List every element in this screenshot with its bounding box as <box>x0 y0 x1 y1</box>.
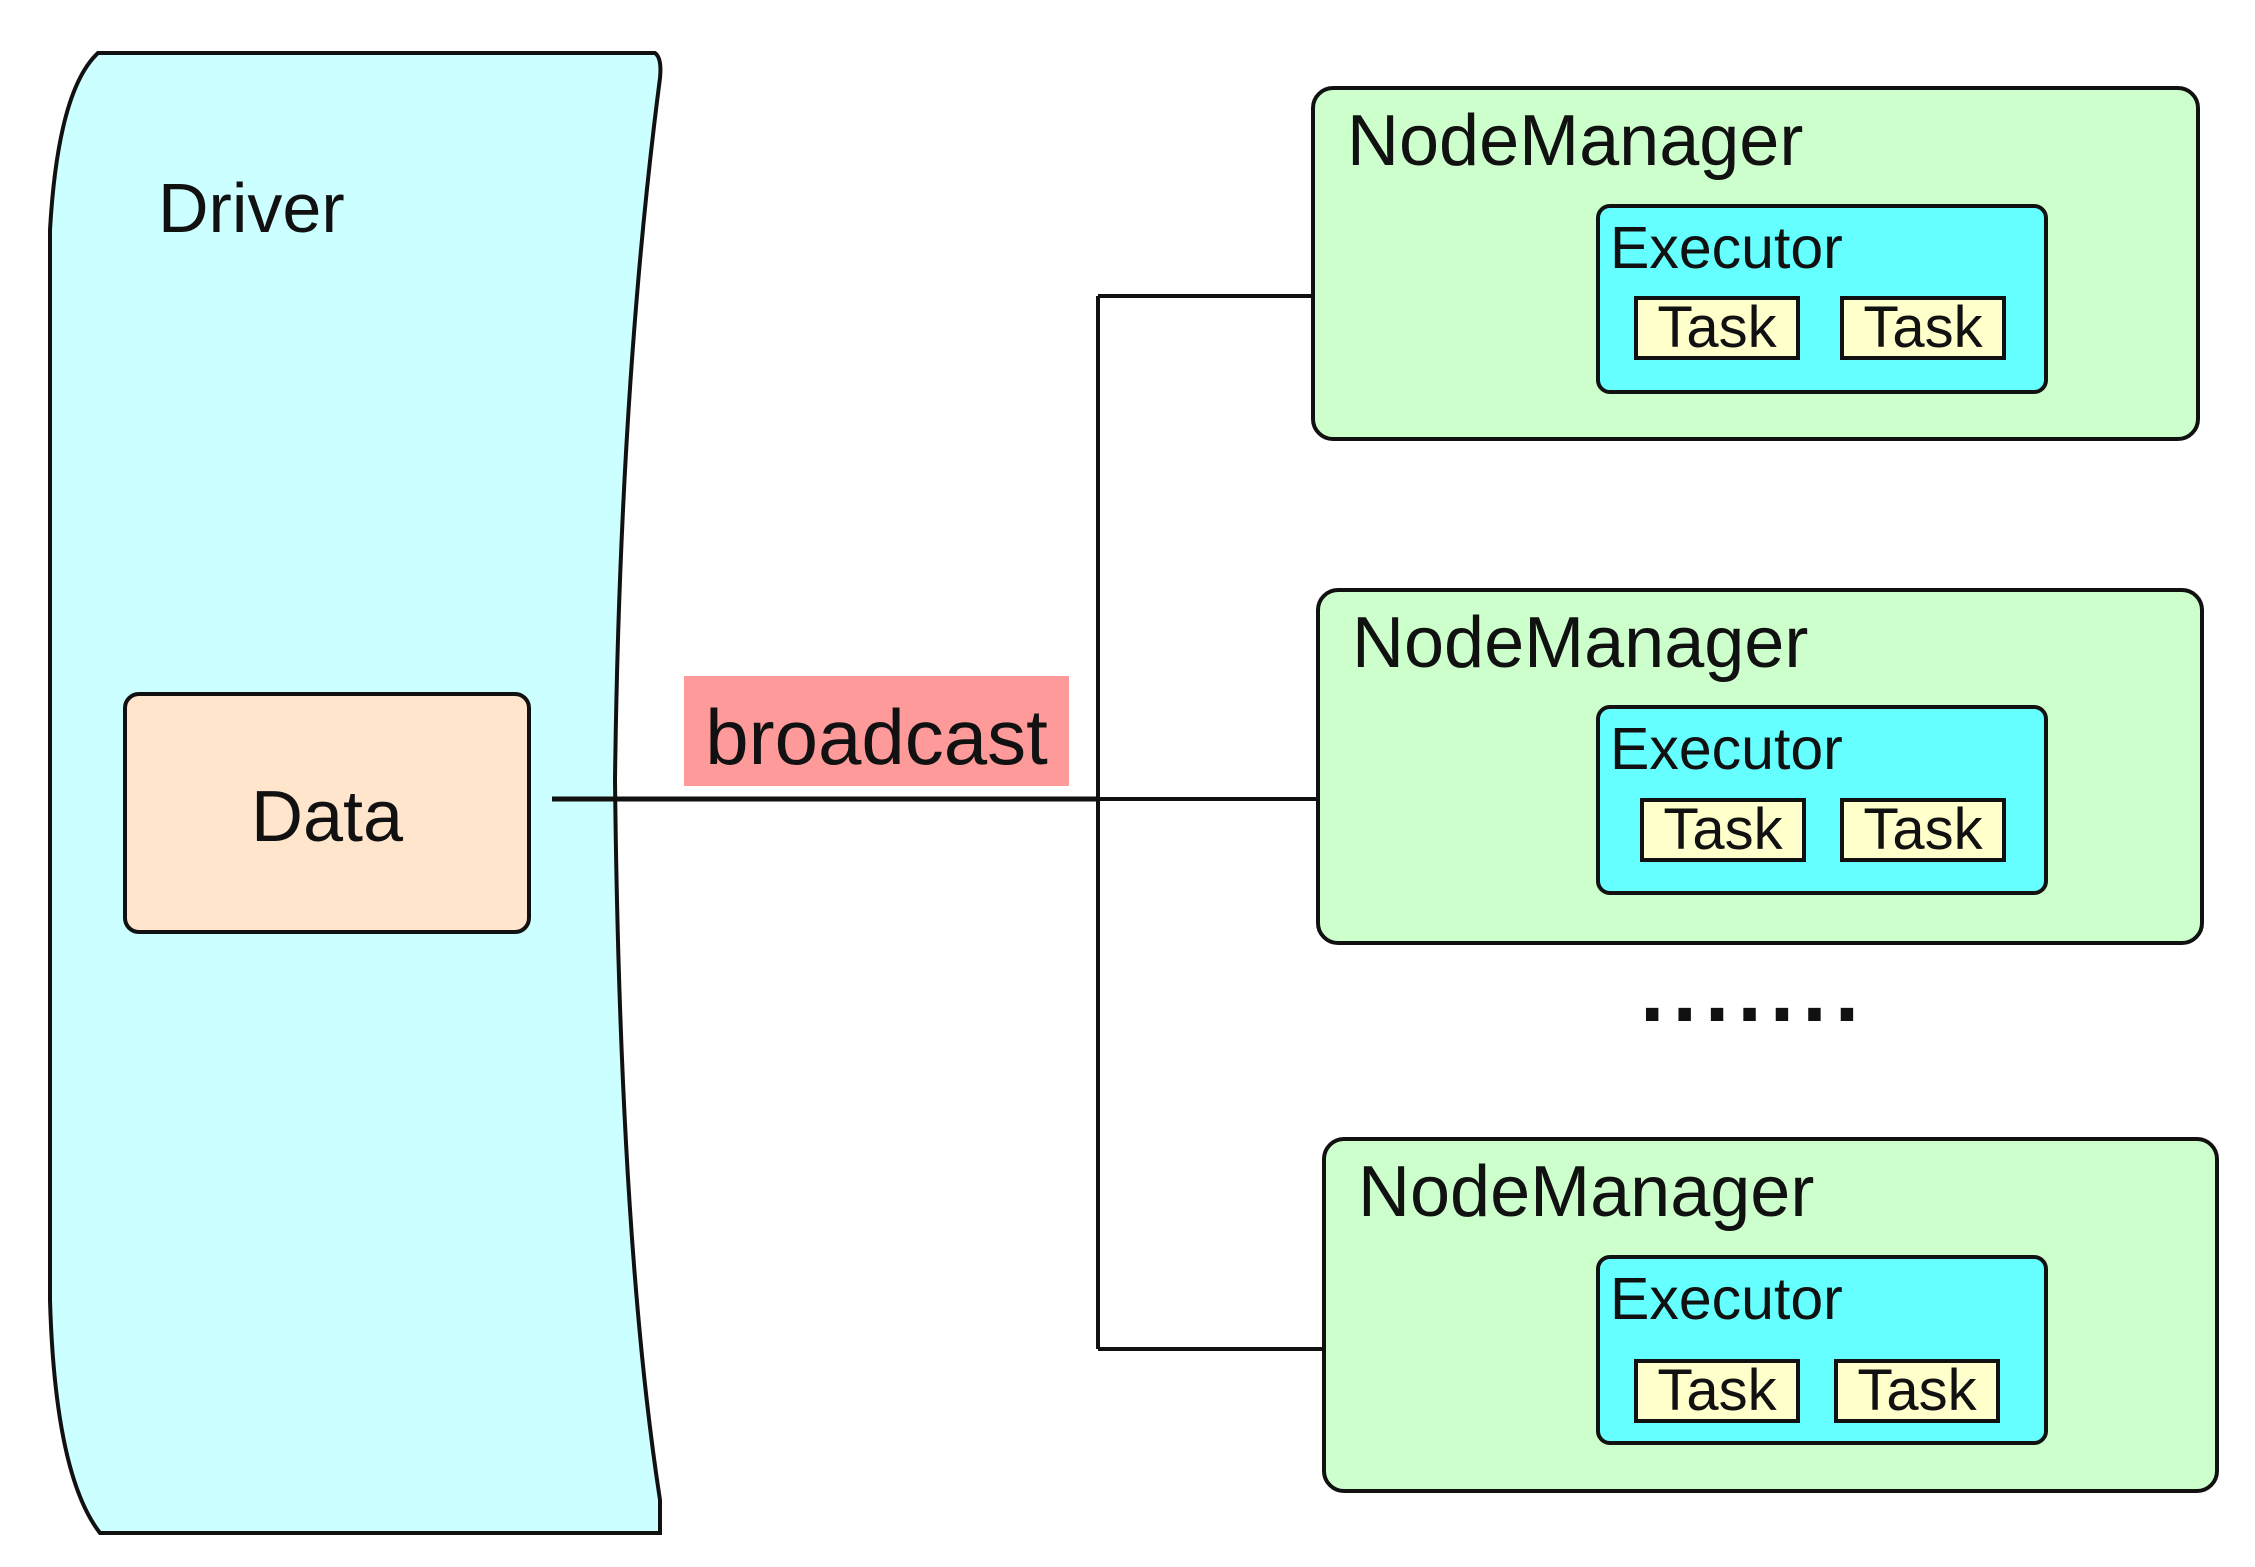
task: Task <box>1640 798 1806 862</box>
task: Task <box>1840 798 2006 862</box>
executor-title: Executor <box>1610 716 1843 782</box>
node-manager: NodeManager Executor Task Task <box>1322 1137 2219 1493</box>
task: Task <box>1840 296 2006 360</box>
node-manager-title: NodeManager <box>1358 1152 1815 1232</box>
node-manager: NodeManager Executor Task Task <box>1311 86 2200 441</box>
data-label: Data <box>250 777 404 857</box>
node-manager-title: NodeManager <box>1347 101 1804 181</box>
task: Task <box>1634 296 1800 360</box>
node-manager: NodeManager Executor Task Task <box>1316 588 2204 945</box>
executor-title: Executor <box>1610 215 1843 281</box>
task: Task <box>1634 1359 1800 1423</box>
data-block: Data <box>123 692 531 934</box>
executor-title: Executor <box>1610 1266 1843 1332</box>
task: Task <box>1834 1359 2000 1423</box>
driver-label: Driver <box>158 169 345 247</box>
executor: Executor Task Task <box>1596 705 2048 895</box>
more-nodes-ellipsis: ....... <box>1640 941 1868 1040</box>
node-manager-title: NodeManager <box>1352 603 1809 683</box>
broadcast-label: broadcast <box>705 693 1048 781</box>
executor: Executor Task Task <box>1596 204 2048 394</box>
broadcast-label-box: broadcast <box>684 676 1069 786</box>
executor: Executor Task Task <box>1596 1255 2048 1445</box>
